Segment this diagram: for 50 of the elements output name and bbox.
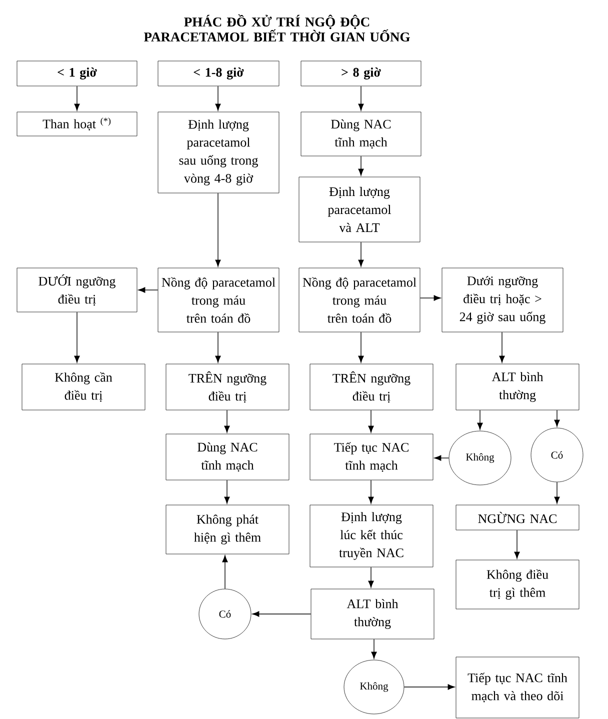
process-box: ALT bình thường <box>456 364 580 410</box>
process-box: Không cần điều trị <box>22 364 146 410</box>
process-box: ALT bình thường <box>310 588 434 640</box>
process-box: NGỪNG NAC <box>456 504 580 530</box>
arrow <box>554 410 560 427</box>
arrow <box>499 332 505 363</box>
arrow <box>358 86 364 111</box>
arrow <box>224 410 230 433</box>
process-box: Định lượng paracetamol sau uống trong vòng 4-8 giờ <box>158 112 280 194</box>
arrow <box>215 332 221 363</box>
arrow <box>358 156 364 176</box>
arrow <box>358 242 364 267</box>
arrow <box>252 611 312 617</box>
process-box: < 1 giờ <box>16 60 138 86</box>
process-box: Dưới ngưỡng điều trị hoặc > 24 giờ sau uống <box>442 268 564 332</box>
process-box: Không phát hiện gì thêm <box>166 504 290 554</box>
process-box: Dùng NAC tĩnh mạch <box>166 434 290 480</box>
process-box: Không điều trị gì thêm <box>456 560 580 610</box>
arrow <box>368 480 374 504</box>
process-box: Tiếp tục NAC tĩnh mạch <box>310 434 434 480</box>
arrow <box>420 295 441 301</box>
arrow <box>74 312 80 363</box>
arrow <box>371 638 377 659</box>
process-box: Định lượng paracetamol và ALT <box>298 176 420 242</box>
arrow <box>74 86 80 111</box>
process-box: TRÊN ngưỡng điều trị <box>166 364 290 410</box>
process-box: Tiếp tục NAC tĩnh mạch và theo dõi <box>456 656 580 718</box>
arrow <box>404 684 455 690</box>
process-box: TRÊN ngưỡng điều trị <box>310 364 434 410</box>
process-box: Nồng độ paracetamol trong máu trên toán đồ <box>158 268 280 332</box>
arrow <box>554 482 560 504</box>
arrow <box>222 555 228 590</box>
arrow <box>514 530 520 559</box>
arrow <box>215 86 221 111</box>
title: PHÁC ĐỒ XỬ TRÍ NGỘ ĐỘC PARACETAMOL BIẾT THỜI GIAN UỐNG <box>144 14 410 42</box>
process-box: DƯỚI ngưỡng điều trị <box>16 268 138 312</box>
process-box: Than hoạt $^{(*)}$ <box>16 112 138 136</box>
process-box: Định lượng lúc kết thúc truyền NAC <box>310 504 434 568</box>
arrow <box>368 566 374 588</box>
arrow <box>434 455 450 461</box>
process-box: > 8 giờ <box>300 60 422 86</box>
arrow <box>477 410 483 430</box>
process-box: < 1-8 giờ <box>158 60 280 86</box>
process-box: Nồng độ paracetamol trong máu trên toán đồ <box>298 268 420 332</box>
arrow <box>368 410 374 433</box>
arrow <box>358 332 364 363</box>
arrow <box>138 287 158 293</box>
process-box: Dùng NAC tĩnh mạch <box>300 112 422 156</box>
arrow <box>215 192 221 267</box>
arrow <box>224 480 230 504</box>
